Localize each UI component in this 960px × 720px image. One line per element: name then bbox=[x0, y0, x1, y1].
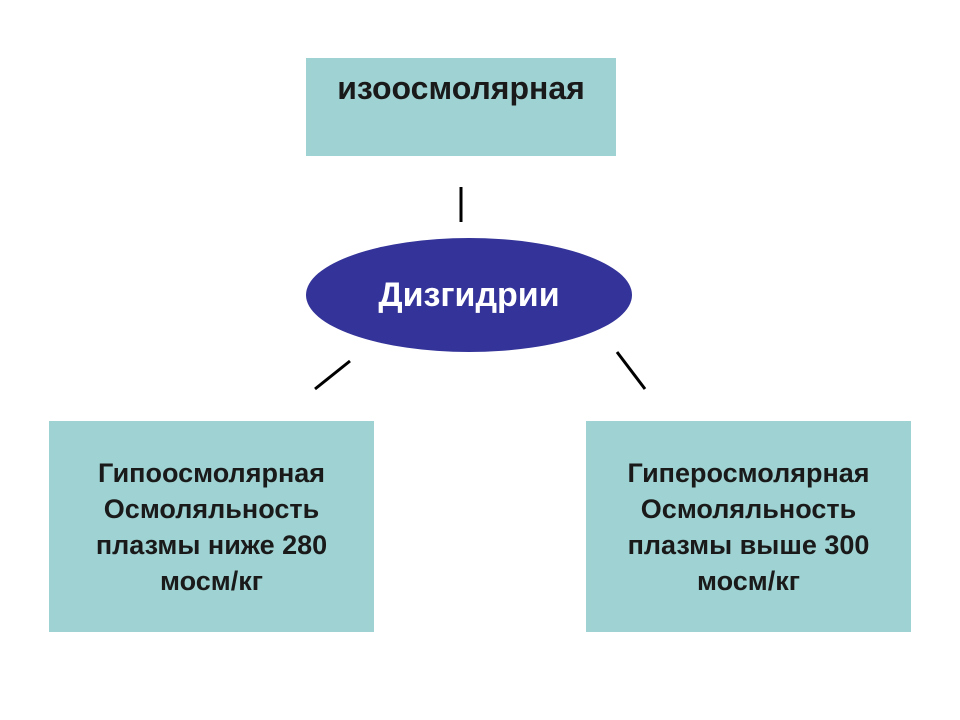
hypoosmolar-line-2: Осмоляльность bbox=[103, 493, 320, 524]
hypoosmolar-line-4: мосм/кг bbox=[159, 565, 263, 596]
hyperosmolar-line-4: мосм/кг bbox=[696, 565, 800, 596]
hyperosmolar-box: Гиперосмолярная Осмоляльность плазмы выш… bbox=[586, 421, 911, 632]
hypoosmolar-line-3: плазмы ниже 280 bbox=[95, 529, 328, 560]
isoosmolar-label: изоосмолярная bbox=[337, 70, 585, 106]
hypoosmolar-line-1: Гипоосмолярная bbox=[97, 457, 326, 488]
connector-left bbox=[314, 359, 351, 391]
hyperosmolar-line-1: Гиперосмолярная bbox=[627, 457, 870, 488]
dyshydria-ellipse: Дизгидрии bbox=[306, 238, 632, 352]
isoosmolar-box: изоосмолярная bbox=[306, 58, 616, 156]
hyperosmolar-line-2: Осмоляльность bbox=[640, 493, 857, 524]
hyperosmolar-line-3: плазмы выше 300 bbox=[627, 529, 870, 560]
connector-right bbox=[615, 351, 647, 390]
dyshydria-label: Дизгидрии bbox=[378, 275, 560, 314]
hypoosmolar-box: Гипоосмолярная Осмоляльность плазмы ниже… bbox=[49, 421, 374, 632]
